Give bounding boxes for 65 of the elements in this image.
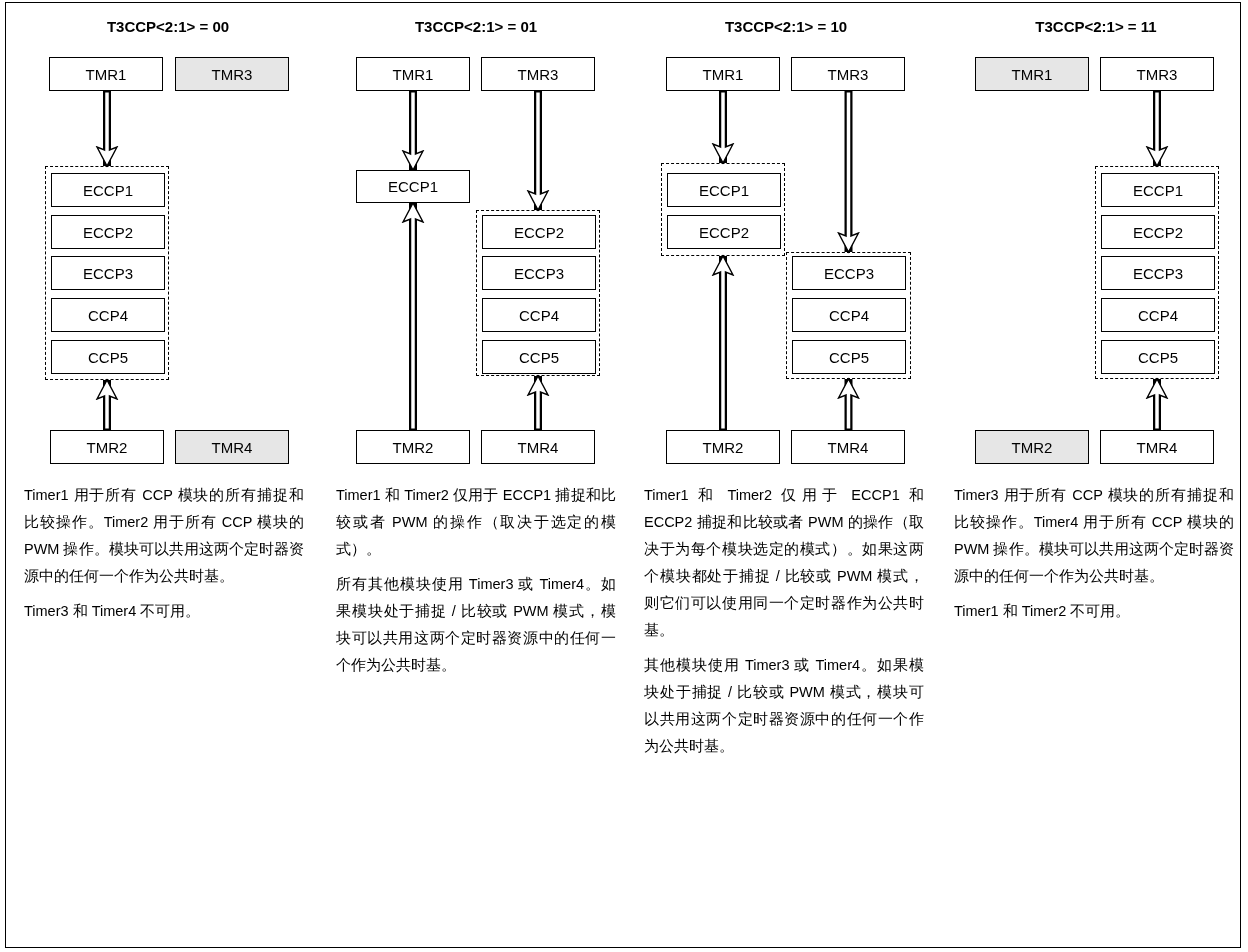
- module-box: ECCP2: [667, 215, 781, 249]
- module-box: TMR4: [791, 430, 905, 464]
- panel-heading: T3CCP<2:1> = 01: [413, 18, 539, 35]
- module-box: ECCP2: [1101, 215, 1215, 249]
- module-box: ECCP3: [1101, 256, 1215, 290]
- unused-timer-box: TMR2: [975, 430, 1089, 464]
- description-text: Timer1 和 Timer2 仅用于 ECCP1 和 ECCP2 捕捉和比较或者 PWM 的操作（取决于为每个模块选定的模式）。如果这两个模块都处于捕捉 / 比较或 PWM 模式，则它们可以使用同一个定时器作为公共时基。: [644, 486, 924, 640]
- module-box: CCP4: [482, 298, 596, 332]
- module-box: TMR1: [356, 57, 470, 91]
- description-text: Timer1 和 Timer2 仅用于 ECCP1 捕捉和比较或者 PWM 的操作（取决于选定的模式）。: [336, 486, 616, 559]
- module-box: TMR3: [481, 57, 595, 91]
- module-box: ECCP3: [51, 256, 165, 290]
- hollow-double-arrow: [402, 91, 424, 171]
- module-box: TMR2: [356, 430, 470, 464]
- module-box: TMR1: [666, 57, 780, 91]
- hollow-double-arrow: [1146, 378, 1168, 430]
- module-box: ECCP3: [792, 256, 906, 290]
- module-box: ECCP2: [51, 215, 165, 249]
- hollow-double-arrow: [527, 91, 549, 211]
- hollow-double-arrow: [837, 378, 860, 430]
- description-text: Timer1 和 Timer2 不可用。: [954, 602, 1132, 621]
- panel-heading: T3CCP<2:1> = 11: [1034, 18, 1158, 35]
- module-box: CCP4: [792, 298, 906, 332]
- dashed-group-box: [786, 252, 911, 379]
- hollow-double-arrow: [96, 91, 118, 167]
- hollow-double-arrow: [96, 379, 118, 430]
- unused-timer-box: TMR1: [975, 57, 1089, 91]
- module-box: ECCP1: [667, 173, 781, 207]
- module-box: TMR3: [1100, 57, 1214, 91]
- dashed-group-box: [476, 210, 600, 376]
- dashed-group-box: [661, 163, 785, 256]
- module-box: ECCP3: [482, 256, 596, 290]
- hollow-double-arrow: [402, 202, 424, 430]
- module-box: CCP5: [792, 340, 906, 374]
- module-box: CCP5: [482, 340, 596, 374]
- hollow-double-arrow: [527, 375, 549, 430]
- description-text: Timer3 和 Timer4 不可用。: [24, 602, 202, 621]
- panel-heading: T3CCP<2:1> = 10: [723, 18, 849, 35]
- module-box: CCP5: [1101, 340, 1215, 374]
- hollow-double-arrow: [837, 91, 860, 253]
- module-box: ECCP1: [51, 173, 165, 207]
- hollow-double-arrow: [712, 91, 734, 164]
- module-box: ECCP1: [1101, 173, 1215, 207]
- module-box: CCP4: [1101, 298, 1215, 332]
- description-text: Timer3 用于所有 CCP 模块的所有捕捉和比较操作。Timer4 用于所有 CCP 模块的 PWM 操作。模块可以共用这两个定时器资源中的任何一个作为公共时基。: [954, 486, 1234, 586]
- module-box: TMR3: [791, 57, 905, 91]
- description-text: 其他模块使用 Timer3 或 Timer4。如果模块处于捕捉 / 比较或 PWM 模式，模块可以共用这两个定时器资源中的任何一个作为公共时基。: [644, 656, 924, 756]
- hollow-double-arrow: [712, 255, 734, 430]
- module-box: ECCP1: [356, 170, 470, 203]
- panel-heading: T3CCP<2:1> = 00: [105, 18, 231, 35]
- hollow-double-arrow: [1146, 91, 1168, 167]
- module-box: CCP5: [51, 340, 165, 374]
- dashed-group-box: [45, 166, 169, 380]
- module-box: ECCP2: [482, 215, 596, 249]
- description-text: 所有其他模块使用 Timer3 或 Timer4。如果模块处于捕捉 / 比较或 PWM 模式，模块可以共用这两个定时器资源中的任何一个作为公共时基。: [336, 575, 616, 675]
- module-box: TMR1: [49, 57, 163, 91]
- module-box: TMR2: [50, 430, 164, 464]
- dashed-group-box: [1095, 166, 1219, 379]
- module-box: CCP4: [51, 298, 165, 332]
- unused-timer-box: TMR4: [175, 430, 289, 464]
- module-box: TMR4: [1100, 430, 1214, 464]
- unused-timer-box: TMR3: [175, 57, 289, 91]
- description-text: Timer1 用于所有 CCP 模块的所有捕捉和比较操作。Timer2 用于所有 CCP 模块的 PWM 操作。模块可以共用这两个定时器资源中的任何一个作为公共时基。: [24, 486, 304, 586]
- module-box: TMR4: [481, 430, 595, 464]
- module-box: TMR2: [666, 430, 780, 464]
